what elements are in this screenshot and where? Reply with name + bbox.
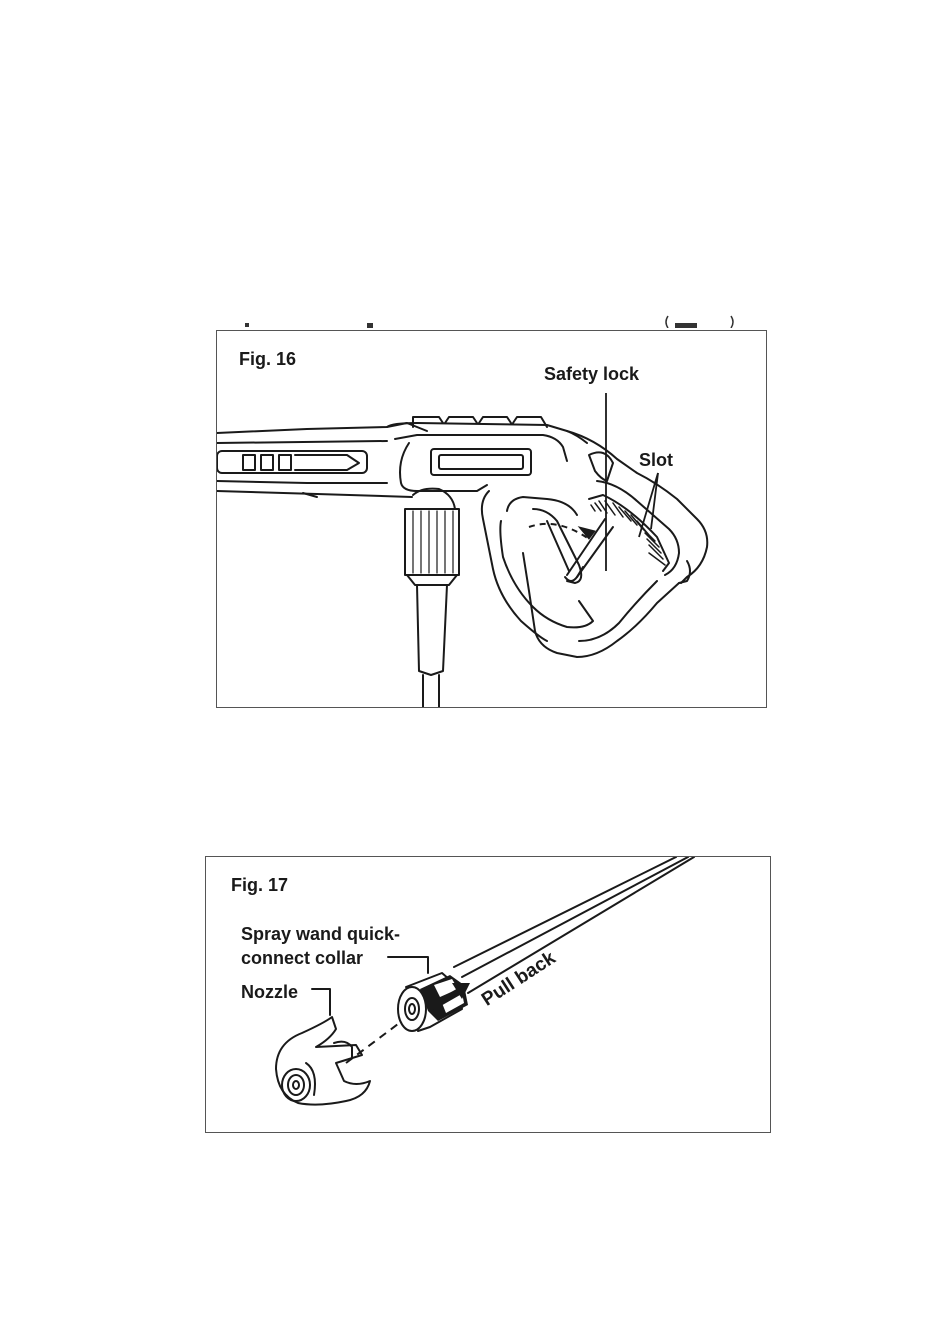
callout-leaders <box>606 393 658 571</box>
trigger-guard-top <box>507 497 577 515</box>
spray-gun-drawing <box>217 331 767 708</box>
figure-16: Fig. 16 Safety lock Slot <box>216 330 767 708</box>
nozzle-face-inner <box>288 1075 304 1095</box>
nozzle-face <box>282 1069 310 1101</box>
cropped-text-line <box>245 314 765 328</box>
text-fragment <box>666 316 668 328</box>
top-ridge <box>413 417 443 427</box>
wand-grille-slot <box>243 455 255 470</box>
figure-17-title: Fig. 17 <box>231 875 288 896</box>
safety-lock-label: Safety lock <box>544 363 639 385</box>
figure-17: Fig. 17 Spray wand quick- connect collar… <box>205 856 771 1133</box>
slot-label: Slot <box>639 449 673 471</box>
collar-leader <box>388 957 428 973</box>
collar-label-line2: connect collar <box>241 947 363 969</box>
nozzle <box>276 1017 370 1105</box>
wand-shaft-mid <box>462 857 688 977</box>
trigger-guard-outer <box>482 491 547 641</box>
nozzle-stem <box>334 1042 352 1057</box>
nozzle-fin-edge <box>306 1063 315 1095</box>
text-fragment <box>367 323 373 328</box>
nozzle-leader <box>312 989 330 1015</box>
wand-grille-slot <box>279 455 291 470</box>
wand-shaft-bottom <box>468 857 694 993</box>
wand-bottom-edge <box>217 481 387 483</box>
nozzle-orifice <box>293 1081 299 1089</box>
wand-grille-slot <box>261 455 273 470</box>
wand-grille-tail <box>295 455 359 470</box>
hose-fitting <box>417 585 447 675</box>
connector-knurl <box>413 511 453 573</box>
housing-window <box>431 449 531 475</box>
collar-opening <box>405 998 419 1020</box>
wand-shaft-top <box>454 857 676 967</box>
grip-inner-back <box>597 481 679 575</box>
text-fragment <box>731 316 733 328</box>
rear-button <box>589 452 613 481</box>
collar-label-line1: Spray wand quick- <box>241 923 400 945</box>
top-ridge <box>445 417 477 423</box>
wand-inner-line <box>217 441 387 443</box>
connector-bottom <box>407 575 457 585</box>
cropped-text-fragments <box>245 314 765 328</box>
figure-16-title: Fig. 16 <box>239 349 296 370</box>
housing-window-inner <box>439 455 523 469</box>
nozzle-label: Nozzle <box>241 981 298 1003</box>
text-fragment <box>245 323 249 327</box>
grip-bottom-inner <box>579 581 657 641</box>
top-ridge <box>479 417 511 423</box>
knurl-line <box>413 511 453 573</box>
text-fragment <box>675 323 697 328</box>
trigger-edge <box>547 521 569 571</box>
housing-left-panel <box>400 443 487 491</box>
collar-core <box>409 1004 415 1014</box>
